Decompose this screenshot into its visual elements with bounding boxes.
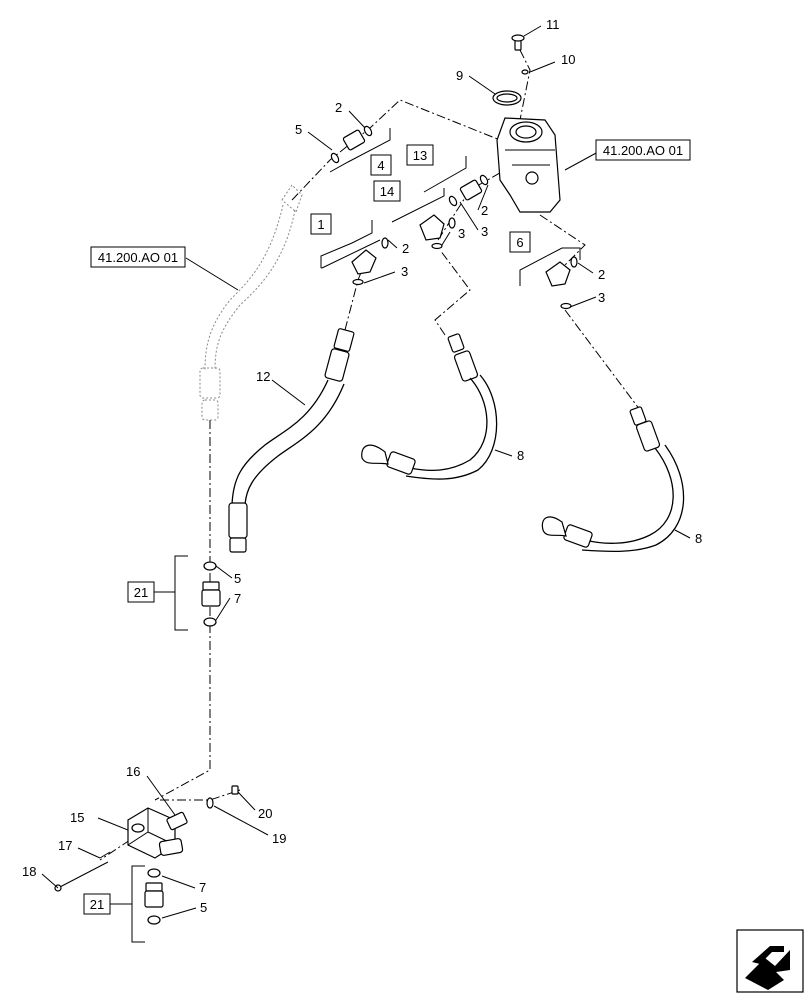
label-3-b: 3 bbox=[401, 264, 408, 279]
boxed-item-numbers: 1 4 13 14 6 21 21 bbox=[83, 144, 531, 915]
label-20: 20 bbox=[258, 806, 272, 821]
label-2-b: 2 bbox=[481, 203, 488, 218]
label-7-a: 7 bbox=[234, 591, 241, 606]
ref-left-text[interactable]: 41.200.AO 01 bbox=[98, 250, 178, 265]
reference-box-right[interactable]: 41.200.AO 01 bbox=[595, 139, 691, 161]
hose-12 bbox=[228, 328, 355, 553]
hose-8-right bbox=[541, 406, 685, 553]
label-19: 19 bbox=[272, 831, 286, 846]
label-11: 11 bbox=[546, 17, 560, 32]
leader-lines bbox=[41, 25, 691, 919]
fittings bbox=[330, 125, 578, 310]
label-5-b: 5 bbox=[234, 571, 241, 586]
label-1: 1 bbox=[317, 217, 324, 232]
label-7-b: 7 bbox=[199, 880, 206, 895]
label-12: 12 bbox=[256, 369, 270, 384]
adapter-group-lower bbox=[144, 868, 164, 925]
adapter-group-upper bbox=[201, 561, 221, 627]
label-5-c: 5 bbox=[200, 900, 207, 915]
label-16: 16 bbox=[126, 764, 140, 779]
label-18: 18 bbox=[22, 864, 36, 879]
ref-right-text[interactable]: 41.200.AO 01 bbox=[603, 143, 683, 158]
ghost-hose-left bbox=[199, 184, 303, 421]
label-2-c: 2 bbox=[402, 241, 409, 256]
label-5-a: 5 bbox=[295, 122, 302, 137]
label-21-upper: 21 bbox=[134, 585, 148, 600]
label-21-lower: 21 bbox=[90, 897, 104, 912]
hose-8-middle bbox=[361, 333, 498, 480]
label-6: 6 bbox=[516, 235, 523, 250]
label-14: 14 bbox=[380, 184, 394, 199]
group-brackets bbox=[131, 128, 581, 943]
label-13: 13 bbox=[413, 148, 427, 163]
label-4: 4 bbox=[377, 158, 384, 173]
reference-box-left[interactable]: 41.200.AO 01 bbox=[90, 246, 186, 268]
tee-block bbox=[54, 785, 239, 892]
label-15: 15 bbox=[70, 810, 84, 825]
label-8-a: 8 bbox=[517, 448, 524, 463]
label-3-d: 3 bbox=[598, 290, 605, 305]
label-3-a: 3 bbox=[481, 224, 488, 239]
label-2-d: 2 bbox=[598, 267, 605, 282]
item-numbers: 11 10 9 2 5 2 3 2 3 3 2 3 12 8 8 5 7 16 … bbox=[22, 17, 702, 915]
label-3-c: 3 bbox=[458, 226, 465, 241]
next-page-arrow-icon[interactable] bbox=[736, 929, 804, 993]
label-9: 9 bbox=[456, 68, 463, 83]
label-2-a: 2 bbox=[335, 100, 342, 115]
label-8-b: 8 bbox=[695, 531, 702, 546]
label-17: 17 bbox=[58, 838, 72, 853]
steering-valve bbox=[492, 34, 561, 213]
label-10: 10 bbox=[561, 52, 575, 67]
